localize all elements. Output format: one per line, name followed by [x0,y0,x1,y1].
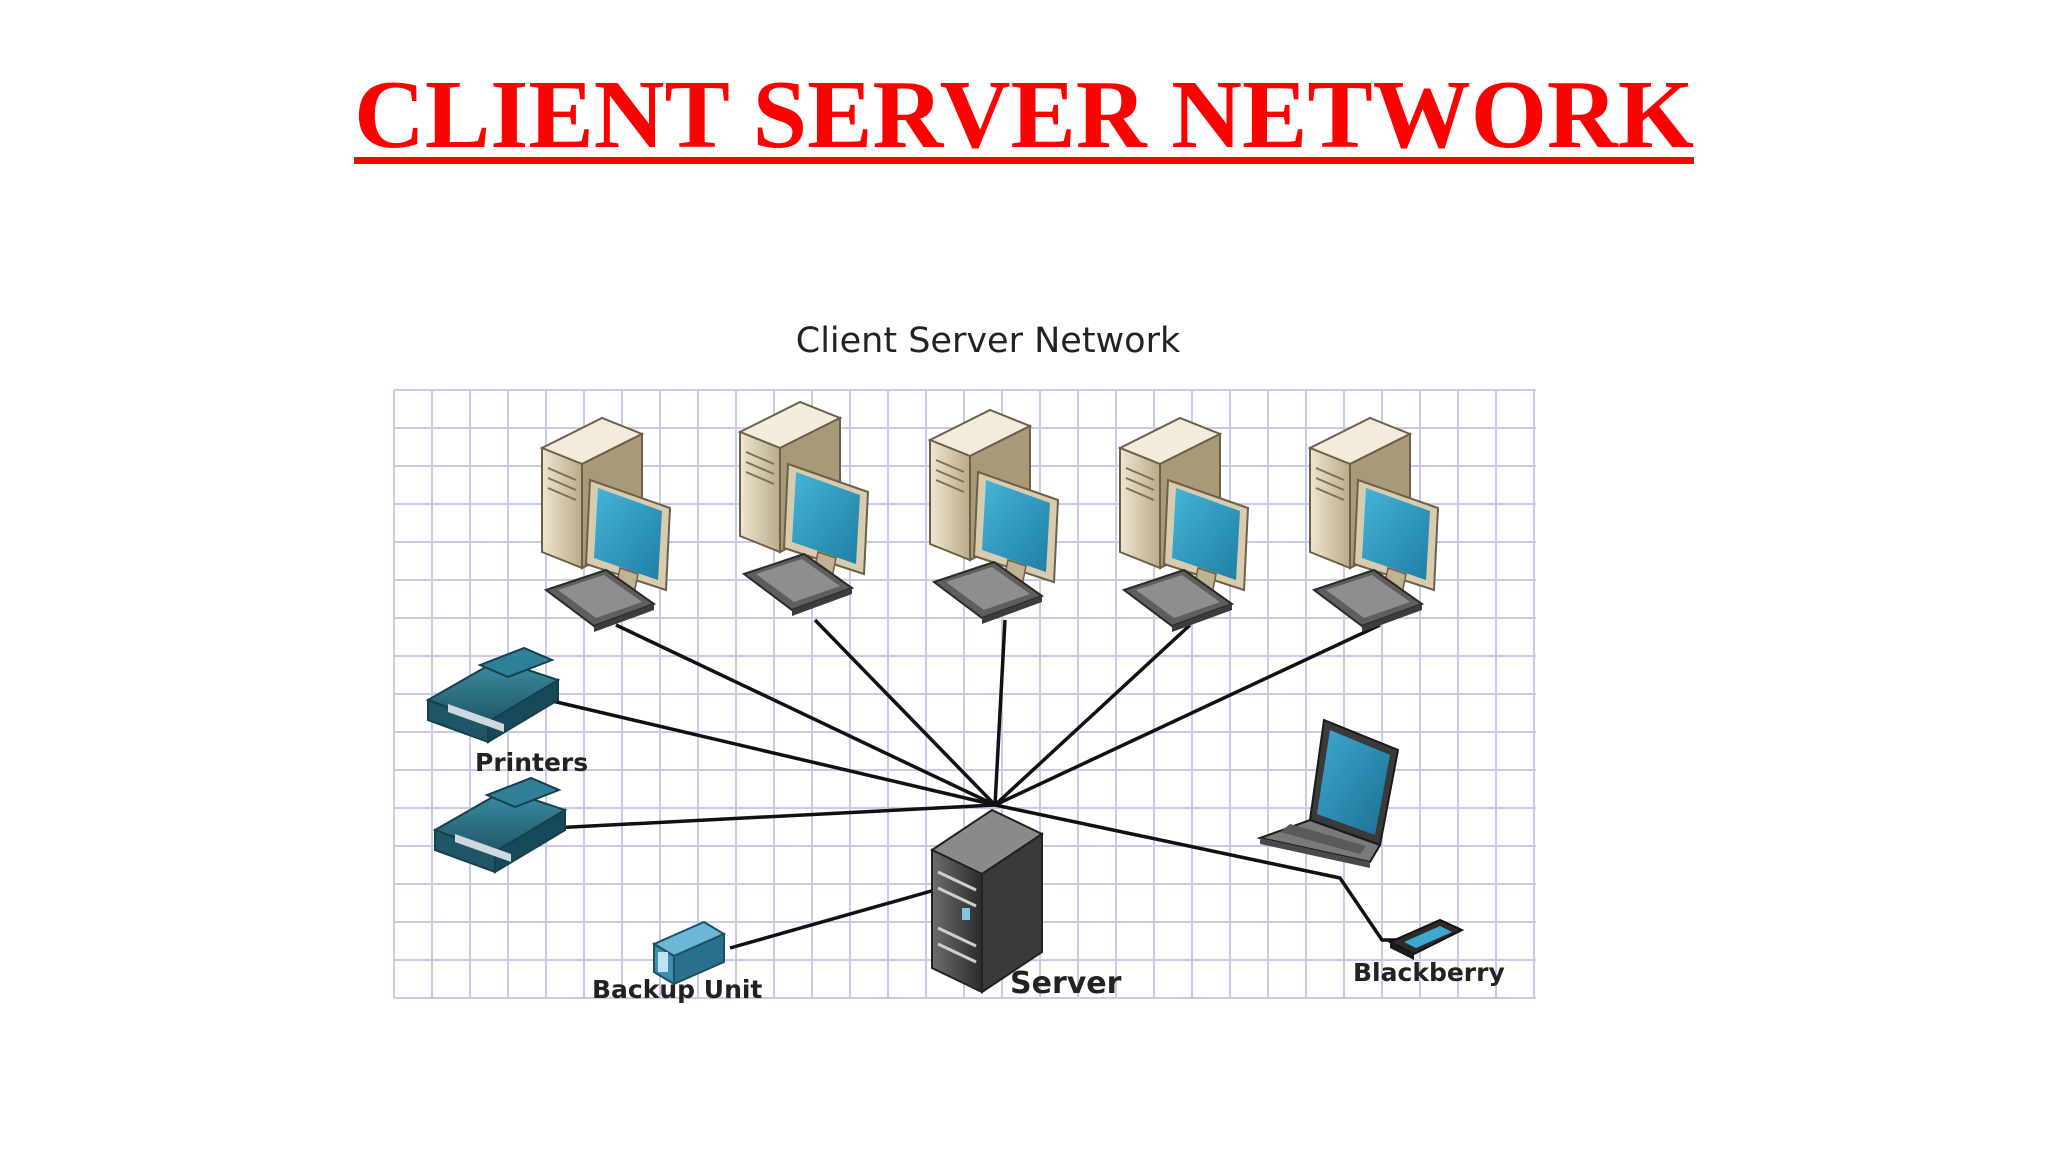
cable-client-5 [994,623,1381,807]
cable-printer-2 [551,803,996,830]
backup-unit-icon [651,920,727,986]
cable-backup-unit [729,888,936,950]
client-computers [539,400,1440,632]
client-computer [737,400,870,616]
cable-client-2 [813,618,997,807]
printer-2 [432,776,568,874]
cable-client-3 [993,619,1007,806]
blackberry-phone-icon [1387,918,1465,960]
server-icon [929,808,1045,994]
diagram-title: Client Server Network [796,321,1181,361]
laptop-icon [1256,718,1400,868]
cable-group [547,618,1397,950]
printer-1 [425,646,561,744]
cable-client-1 [615,623,996,807]
printers-label: Printers [475,748,588,777]
network-diagram: Client Server Network [380,300,1560,1040]
client-computer [927,408,1060,624]
client-computer [1307,416,1440,632]
client-computer [539,416,672,632]
cable-printer-1 [547,698,996,807]
cable-client-4 [993,623,1192,807]
client-computer [1117,416,1250,632]
cable-blackberry [994,803,1397,942]
blackberry-label: Blackberry [1353,958,1505,987]
slide-title: CLIENT SERVER NETWORK [354,61,1694,169]
server-label: Server [1010,966,1122,1001]
backup-unit-label: Backup Unit [592,975,762,1004]
